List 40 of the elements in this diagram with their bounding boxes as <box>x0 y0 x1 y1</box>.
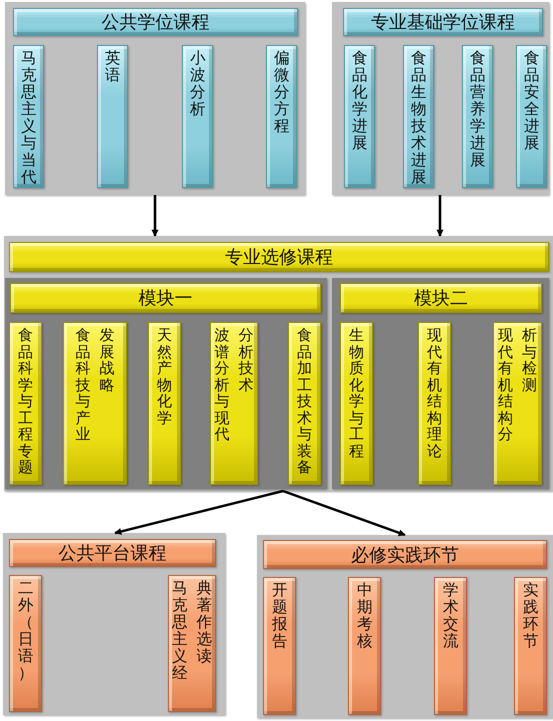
arrow <box>436 195 444 237</box>
course-bar: 英语 <box>97 45 128 188</box>
header-bar: 专业基础学位课程 <box>343 8 543 36</box>
course-bar: 现代有机结构分析与检测 <box>493 322 542 485</box>
group-panel <box>332 278 549 489</box>
course-bar: 二外（日语） <box>9 575 42 712</box>
course-bar: 学术交流 <box>434 577 467 715</box>
course-bar: 食品安全进展 <box>516 45 547 188</box>
group-panel <box>4 236 553 491</box>
course-bar: 食品化学进展 <box>344 45 375 188</box>
course-bar: 食品科技与产业发展战略 <box>63 322 127 485</box>
course-bar: 食品加工技术与装备 <box>288 322 321 485</box>
course-bar: 食品营养学进展 <box>462 45 493 188</box>
course-bar: 马克思主义与当代 <box>13 45 44 188</box>
arrow <box>282 490 406 536</box>
header-bar: 必修实践环节 <box>263 540 547 569</box>
course-bar: 现代有机结构理论 <box>418 322 451 485</box>
course-bar: 波谱分析与现代分析技术 <box>210 322 258 485</box>
arrow <box>114 490 284 535</box>
course-bar: 马克思主义经典著作选读 <box>168 575 216 712</box>
group-panel <box>3 533 225 715</box>
course-bar: 中期考核 <box>348 577 381 715</box>
group-panel <box>5 278 327 489</box>
group-panel <box>5 2 305 195</box>
group-panel <box>257 535 553 718</box>
course-bar: 天然产物化学 <box>148 322 181 485</box>
course-bar: 实践环节 <box>514 577 547 715</box>
group-panel <box>332 2 549 195</box>
course-bar: 开题报告 <box>263 577 296 715</box>
header-bar: 公共平台课程 <box>9 539 216 567</box>
header-bar: 公共学位课程 <box>13 8 298 36</box>
course-bar: 偏微分方程 <box>266 45 297 188</box>
course-bar: 食品科学与工程专题 <box>9 322 42 485</box>
course-bar: 生物质化学与工程 <box>340 322 373 485</box>
header-bar: 模块二 <box>340 283 542 313</box>
header-bar: 专业选修课程 <box>9 242 549 272</box>
course-bar: 食品生物技术进展 <box>403 45 434 188</box>
header-bar: 模块一 <box>10 283 321 313</box>
course-bar: 小波分析 <box>182 45 213 188</box>
arrow <box>152 195 158 237</box>
